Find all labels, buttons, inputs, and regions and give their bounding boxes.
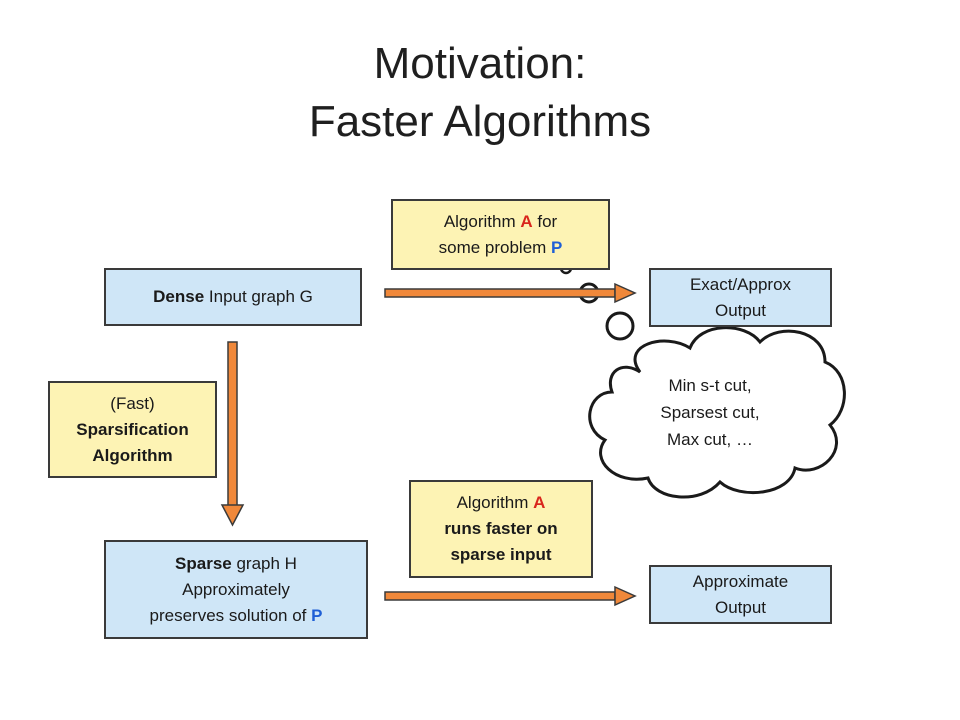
- sparsification-line1: (Fast): [110, 393, 155, 413]
- dense-rest: Input graph G: [204, 287, 313, 306]
- exact-line2: Output: [714, 300, 767, 320]
- algo-a-letter: A: [520, 211, 533, 231]
- cloud-line1: Min s-t cut,: [668, 376, 752, 395]
- algorithm-a-faster-box: Algorithm A runs faster on sparse input: [409, 480, 593, 578]
- dense-input-box: Dense Input graph G: [104, 268, 362, 326]
- sparse-line2: Approximately: [182, 579, 290, 599]
- arrow-dense-to-sparse: [220, 341, 245, 527]
- algo-fast-line3: sparse input: [450, 545, 552, 564]
- sparsification-line3: Algorithm: [92, 445, 173, 465]
- cloud-line2: Sparsest cut,: [660, 403, 760, 422]
- algo-a-problem-p: P: [551, 237, 563, 257]
- cloud-text: Min s-t cut, Sparsest cut, Max cut, …: [610, 372, 810, 453]
- arrow-dense-to-output: [384, 282, 637, 304]
- dense-label: Dense: [153, 287, 205, 306]
- approx-line1: Approximate: [692, 571, 789, 591]
- algo-a-pre: Algorithm: [443, 211, 521, 231]
- approx-line2: Output: [714, 597, 767, 617]
- algo-fast-pre: Algorithm: [456, 493, 534, 512]
- arrow-sparse-to-approx: [384, 585, 637, 607]
- algo-fast-letter: A: [533, 493, 546, 512]
- algo-fast-line2: runs faster on: [444, 519, 558, 538]
- algo-a-line2: some problem: [438, 237, 552, 257]
- exact-line1: Exact/Approx: [689, 274, 792, 294]
- algo-a-post: for: [532, 211, 558, 231]
- sparsification-box: (Fast) Sparsification Algorithm: [48, 381, 217, 478]
- thought-cloud: [588, 326, 846, 499]
- sparse-problem-p: P: [311, 605, 323, 625]
- sparse-line3: preserves solution of: [149, 605, 312, 625]
- sparsification-line2: Sparsification: [76, 419, 189, 439]
- cloud-line3: Max cut, …: [667, 430, 753, 449]
- algorithm-a-box: Algorithm A for some problem P: [391, 199, 610, 270]
- slide-title-line1: Motivation:: [373, 39, 587, 88]
- sparse-label: Sparse: [175, 553, 232, 573]
- thought-bubble-large: [605, 311, 635, 341]
- exact-approx-output-box: Exact/Approx Output: [649, 268, 832, 327]
- slide-title-line2: Faster Algorithms: [308, 97, 652, 146]
- approximate-output-box: Approximate Output: [649, 565, 832, 624]
- sparse-rest: graph H: [231, 553, 297, 573]
- sparse-graph-box: Sparse graph H Approximately preserves s…: [104, 540, 368, 639]
